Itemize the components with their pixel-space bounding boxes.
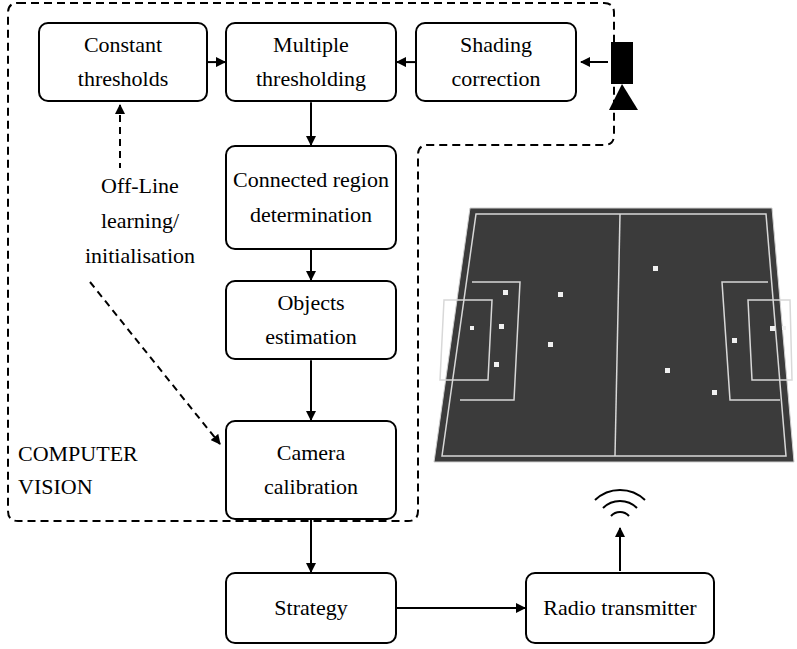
- camera-arrow: [581, 61, 608, 63]
- box-label: Multiple thresholding: [233, 28, 389, 96]
- box-label: Camera calibration: [233, 436, 389, 504]
- dashed-arrow: [119, 105, 121, 170]
- process-box: Camera calibration: [225, 420, 397, 520]
- process-box: Strategy: [225, 572, 397, 644]
- note-label: Off-Line learning/ initialisation: [60, 168, 220, 274]
- flow-arrow: [310, 520, 312, 572]
- dashed-arrow: [90, 282, 220, 444]
- flow-arrow: [310, 102, 312, 145]
- process-box: Radio transmitter: [525, 572, 715, 644]
- region-label: COMPUTER VISION: [18, 437, 168, 503]
- camera-icon: [581, 42, 638, 110]
- process-box: Shading correction: [415, 22, 577, 102]
- process-box: Multiple thresholding: [225, 22, 397, 102]
- flow-arrow: [397, 61, 415, 63]
- radio-waves: [595, 490, 645, 571]
- process-box: Objects estimation: [225, 280, 397, 360]
- box-label: Constant thresholds: [46, 28, 200, 96]
- box-label: Strategy: [274, 591, 347, 625]
- box-label: Shading correction: [423, 28, 569, 96]
- soccer-field-photo: [434, 208, 794, 462]
- box-label: Objects estimation: [233, 286, 389, 354]
- flow-arrow: [397, 607, 525, 609]
- flow-arrow: [310, 360, 312, 420]
- box-label: Connected region determination: [233, 163, 389, 231]
- flow-arrow: [208, 61, 225, 63]
- process-box: Constant thresholds: [38, 22, 208, 102]
- dashed-outline: [8, 3, 614, 521]
- box-label: Radio transmitter: [543, 591, 696, 625]
- flow-arrow: [310, 250, 312, 280]
- process-box: Connected region determination: [225, 145, 397, 250]
